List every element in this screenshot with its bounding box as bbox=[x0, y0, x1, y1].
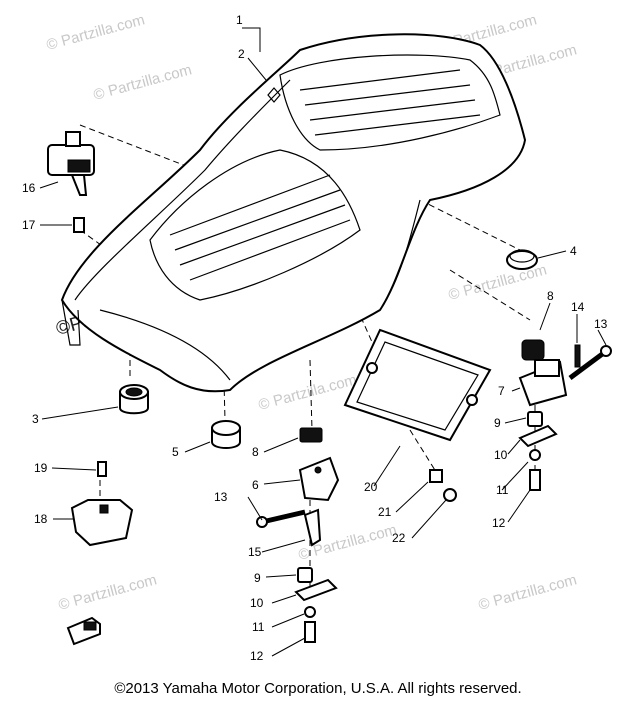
callout-8-left: 8 bbox=[252, 445, 259, 459]
callout-10-right: 10 bbox=[494, 448, 508, 462]
callouts: 1 2 16 17 4 8 14 13 3 5 8 7 9 10 11 12 6… bbox=[22, 13, 608, 663]
callout-12-right: 12 bbox=[492, 516, 506, 530]
callout-16: 16 bbox=[22, 181, 36, 195]
watermark: © Partzilla.com bbox=[45, 11, 147, 54]
watermark: © Partzilla.com bbox=[447, 261, 549, 304]
watermark: © Partzilla.com bbox=[92, 61, 194, 104]
callout-22: 22 bbox=[392, 531, 406, 545]
nut bbox=[429, 469, 457, 502]
callout-11-right: 11 bbox=[496, 483, 509, 497]
callout-19: 19 bbox=[34, 461, 48, 475]
catch-screw bbox=[97, 461, 107, 477]
bolt-long-2 bbox=[256, 509, 306, 528]
washer-plate bbox=[294, 424, 558, 602]
damper-rubber-2 bbox=[211, 420, 241, 449]
seat-catch bbox=[70, 499, 134, 547]
seat-lock bbox=[47, 131, 95, 196]
bolt bbox=[304, 469, 541, 643]
callout-1: 1 bbox=[236, 13, 243, 27]
stay bbox=[303, 508, 322, 547]
callout-13-left: 13 bbox=[214, 490, 228, 504]
callout-9-left: 9 bbox=[254, 571, 261, 585]
grommet bbox=[506, 249, 538, 270]
hinge bbox=[518, 359, 568, 407]
leader-lines bbox=[39, 27, 607, 657]
copyright-notice: ©2013 Yamaha Motor Corporation, U.S.A. A… bbox=[114, 680, 522, 697]
callout-13-right: 13 bbox=[594, 317, 608, 331]
callout-11-left: 11 bbox=[252, 620, 265, 634]
callout-3: 3 bbox=[32, 412, 39, 426]
callout-15: 15 bbox=[248, 545, 262, 559]
bolt-long bbox=[568, 345, 612, 381]
callout-2: 2 bbox=[238, 47, 245, 61]
callout-14: 14 bbox=[571, 300, 585, 314]
callout-9-right: 9 bbox=[494, 416, 501, 430]
callout-21: 21 bbox=[378, 505, 392, 519]
callout-20: 20 bbox=[364, 480, 378, 494]
callout-10-left: 10 bbox=[250, 596, 264, 610]
callout-8-right: 8 bbox=[547, 289, 554, 303]
watermark: © Partzilla.com bbox=[57, 571, 159, 614]
pin bbox=[574, 344, 581, 368]
callout-18: 18 bbox=[34, 512, 48, 526]
watermark: © Partzilla.com bbox=[257, 371, 359, 414]
hinge-bracket bbox=[298, 456, 340, 502]
watermark: © Partzilla.com bbox=[477, 571, 579, 614]
label-tag bbox=[66, 616, 101, 646]
document-tray bbox=[343, 328, 492, 442]
callout-12-left: 12 bbox=[250, 649, 264, 663]
callout-17: 17 bbox=[22, 218, 36, 232]
callout-7: 7 bbox=[498, 384, 505, 398]
callout-5: 5 bbox=[172, 445, 179, 459]
seat bbox=[60, 33, 527, 393]
clip bbox=[299, 339, 545, 443]
lock-screw bbox=[73, 217, 85, 233]
hardware-parts bbox=[47, 131, 612, 646]
collar bbox=[297, 411, 543, 583]
damper-rubber bbox=[119, 384, 149, 415]
callout-6: 6 bbox=[252, 478, 259, 492]
callout-4: 4 bbox=[570, 244, 577, 258]
washer bbox=[304, 449, 541, 618]
